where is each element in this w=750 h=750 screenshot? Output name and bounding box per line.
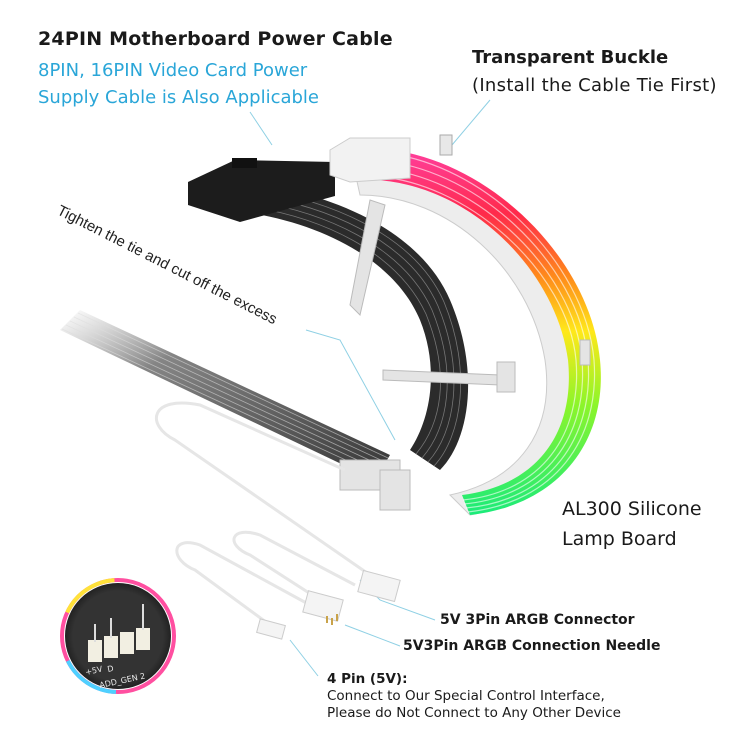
lamp-line-1: AL300 Silicone: [562, 498, 702, 520]
buckle-label: Transparent Buckle (Install the Cable Ti…: [472, 44, 717, 100]
applicable-line-2: Supply Cable is Also Applicable: [38, 87, 320, 108]
flat-cable-lower: [60, 310, 390, 480]
buckle-line-1: Transparent Buckle: [472, 47, 669, 68]
leader-lines: [249, 99, 541, 677]
applicable-line-1: 8PIN, 16PIN Video Card Power: [38, 60, 308, 81]
four-pin-line-2: Please do Not Connect to Any Other Devic…: [327, 705, 621, 721]
main-cable-label: 24PIN Motherboard Power Cable: [38, 28, 393, 50]
lamp-board-label: AL300 Silicone Lamp Board: [562, 494, 702, 554]
lamp-line-2: Lamp Board: [562, 528, 677, 550]
cable-ties: [339, 199, 591, 511]
silk-d-label: D: [107, 664, 115, 674]
four-pin-heading: 4 Pin (5V):: [327, 671, 408, 687]
four-pin-note: 4 Pin (5V): Connect to Our Special Contr…: [327, 671, 621, 722]
four-pin-line-1: Connect to Our Special Control Interface…: [327, 688, 605, 704]
buckle-line-2: (Install the Cable Tie First): [472, 75, 717, 96]
motherboard-cable: [188, 158, 469, 470]
argb-needle-label: 5V3Pin ARGB Connection Needle: [403, 638, 661, 654]
argb-cables: [155, 401, 371, 627]
argb-connectors: [256, 569, 401, 640]
motherboard-header-inset: +5V D ADD_GEN 2: [60, 578, 176, 694]
argb-connector-label: 5V 3Pin ARGB Connector: [440, 612, 635, 628]
silk-5v-label: +5V: [85, 664, 104, 677]
applicable-note: 8PIN, 16PIN Video Card Power Supply Cabl…: [38, 57, 319, 111]
